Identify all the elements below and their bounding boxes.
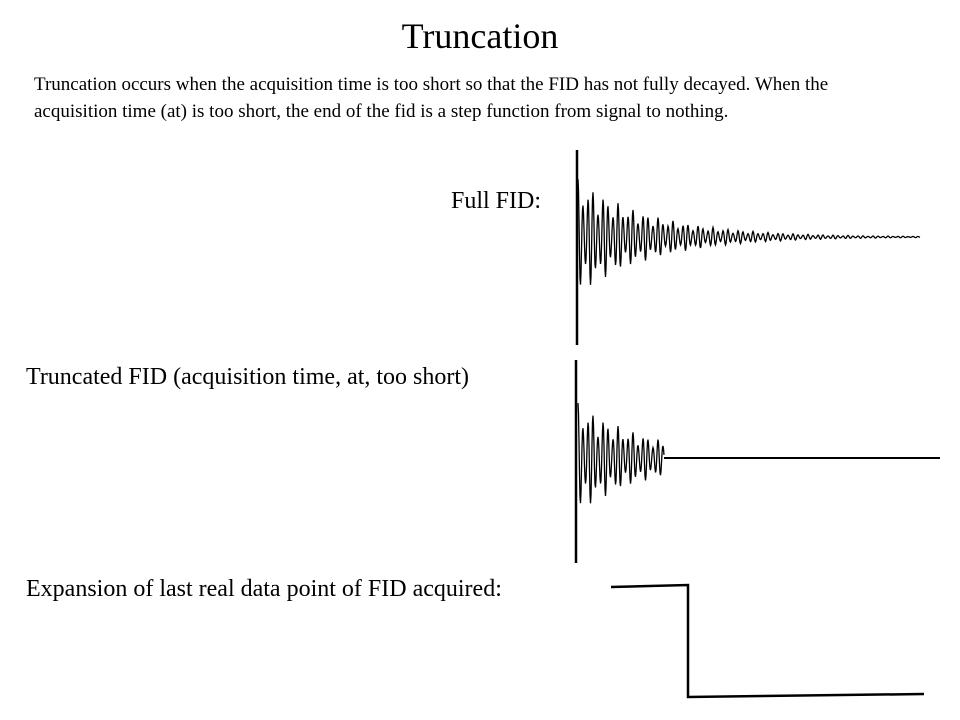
full-fid-label: Full FID: [451, 188, 542, 214]
truncated-fid-label: Truncated FID (acquisition time, at, too… [26, 364, 470, 390]
full-fid-plot [575, 150, 921, 345]
truncated-fid-trace [577, 402, 665, 504]
expansion-label: Expansion of last real data point of FID… [26, 576, 502, 602]
full-fid-trace [577, 178, 921, 285]
expansion-step-plot [610, 583, 925, 699]
step-function-trace [610, 583, 925, 699]
slide-title: Truncation [401, 16, 559, 56]
truncated-fid-plot [574, 360, 940, 563]
slide-description: Truncation occurs when the acquisition t… [34, 74, 829, 122]
